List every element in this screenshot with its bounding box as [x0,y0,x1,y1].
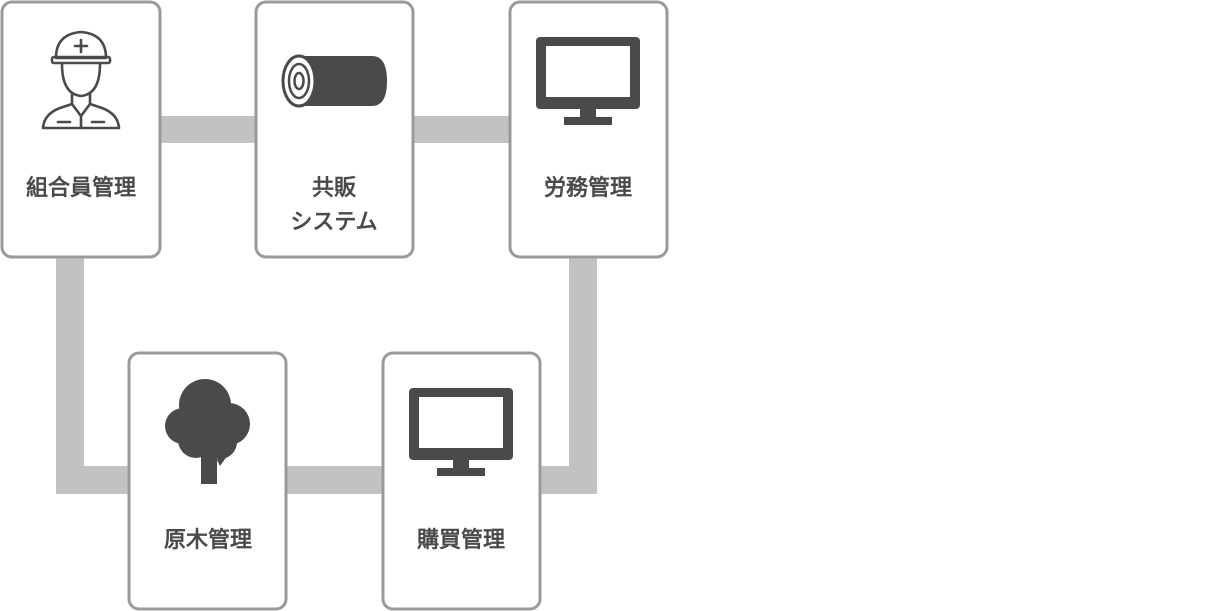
node-label-line1: 共販 [312,176,357,201]
node-joint-sales-system: 共販 システム [254,0,415,259]
monitor-icon [409,388,513,476]
node-label-line2: システム [290,210,377,235]
node-member-management: 組合員管理 [0,0,162,259]
node-label: 労務管理 [544,175,632,201]
node-box [0,0,162,259]
connector-member-sales [160,116,257,143]
connectors [56,116,597,494]
connector-member-down [56,257,84,494]
construction-worker-icon [41,30,121,130]
node-label: 組合員管理 [26,175,136,201]
node-labor-management: 労務管理 [508,0,669,259]
connector-to-timber [56,466,130,494]
connector-timber-purchase [286,466,383,494]
node-label: 原木管理 [164,527,252,553]
log-icon [281,54,387,108]
node-label: 購買管理 [417,527,505,553]
monitor-icon [536,37,640,125]
node-timber-management: 原木管理 [127,351,288,611]
connector-labor-down [569,257,597,494]
node-purchase-management: 購買管理 [381,351,542,611]
connector-to-purchase [539,466,597,494]
connector-sales-labor [413,116,510,143]
tree-icon [165,379,250,484]
